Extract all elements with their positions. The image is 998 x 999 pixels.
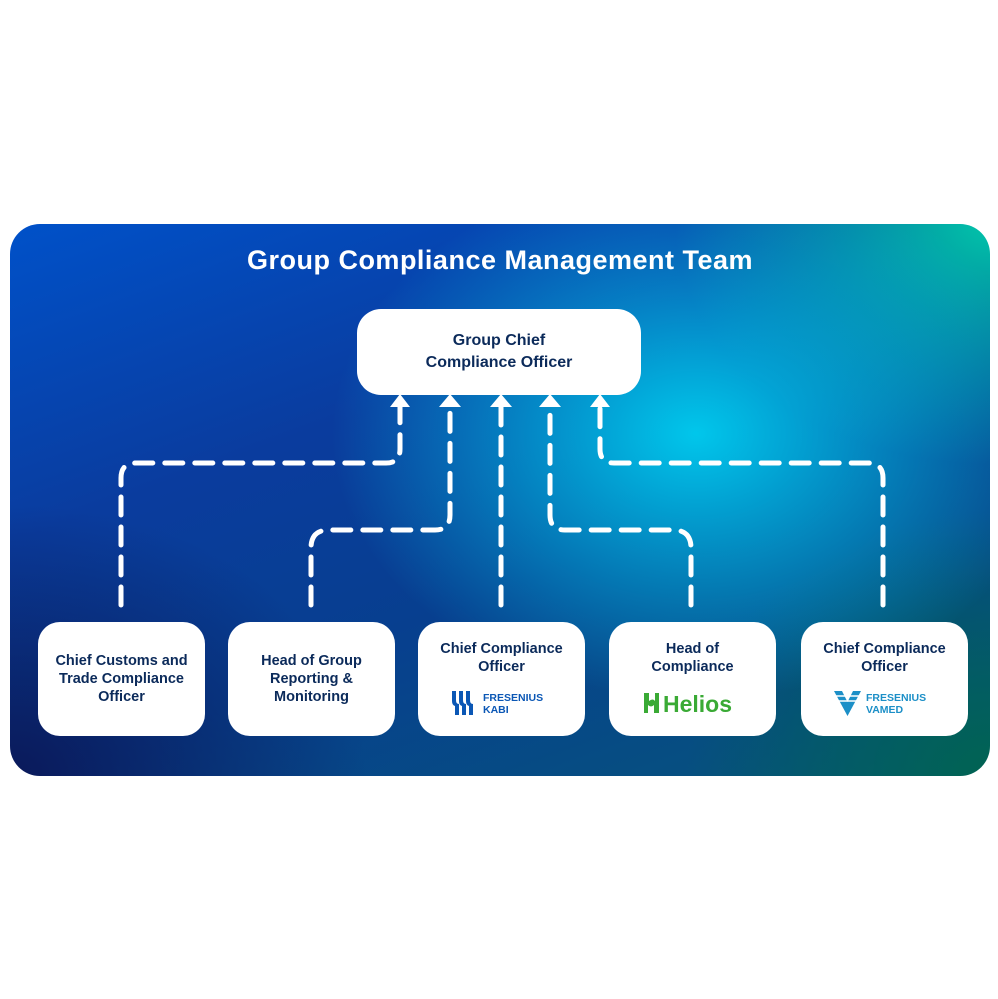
arrowhead-1 <box>390 394 410 407</box>
svg-text:VAMED: VAMED <box>866 704 904 716</box>
helios-head-compliance-box: Head of Compliance Helios <box>609 622 776 736</box>
group-chief-compliance-officer-label: Group Chief Compliance Officer <box>425 332 573 371</box>
chief-customs-box: Chief Customs and Trade Compliance Offic… <box>38 622 205 736</box>
svg-text:FRESENIUS: FRESENIUS <box>866 692 926 704</box>
arrowhead-3 <box>490 394 512 407</box>
svg-text:FRESENIUS: FRESENIUS <box>483 692 543 704</box>
fresenius-vamed-cco-box: Chief Compliance Officer FRESENIUS VAMED <box>801 622 968 736</box>
head-group-reporting-label: Head of Group Reporting & Monitoring <box>261 653 362 705</box>
fresenius-kabi-logo: FRESENIUS KABI <box>418 688 585 718</box>
connector-lines <box>118 394 886 608</box>
connector-box-5 <box>597 404 886 608</box>
fresenius-kabi-cco-box: Chief Compliance Officer FRESENIUS KABI <box>418 622 585 736</box>
connector-box-1 <box>118 404 403 608</box>
fresenius-kabi-cco-label: Chief Compliance Officer <box>440 641 563 675</box>
connector-box-4 <box>547 404 694 608</box>
fresenius-vamed-logo: FRESENIUS VAMED <box>801 688 968 718</box>
arrowhead-4 <box>539 394 561 407</box>
helios-logo: Helios <box>609 688 776 718</box>
arrowhead-2 <box>439 394 461 407</box>
head-group-reporting-box: Head of Group Reporting & Monitoring <box>228 622 395 736</box>
connector-box-2 <box>308 404 453 608</box>
svg-text:Helios: Helios <box>663 691 732 717</box>
fresenius-vamed-cco-label: Chief Compliance Officer <box>823 641 946 675</box>
chief-customs-label: Chief Customs and Trade Compliance Offic… <box>55 653 188 705</box>
group-chief-compliance-officer-box: Group Chief Compliance Officer <box>357 309 641 395</box>
diagram-title: Group Compliance Management Team <box>246 245 754 275</box>
svg-text:KABI: KABI <box>483 704 509 716</box>
helios-head-compliance-label: Head of Compliance <box>651 641 734 675</box>
arrowhead-5 <box>590 394 610 407</box>
diagram-panel: Group Compliance Management Team Group C… <box>10 224 990 776</box>
